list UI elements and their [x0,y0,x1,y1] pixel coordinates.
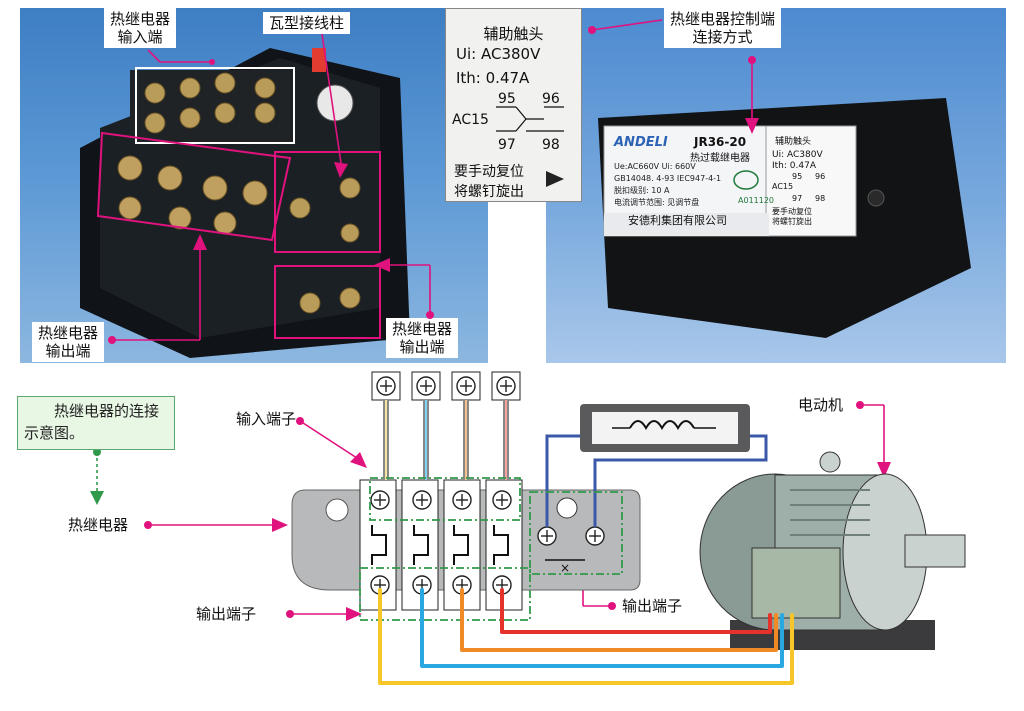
nameplate-title: 热过载继电器 [690,153,750,164]
svg-text:×: × [560,561,570,575]
nameplate-range: 电流调节范围: 见调节盘 [614,198,700,207]
aux-note-ui: Ui: AC380V [456,45,541,63]
aux-note-reset2: 将螺钉旋出 [454,184,524,200]
label-tile-terminal: 瓦型接线柱 [263,12,351,34]
label-input-terminal: 输入端子 [236,410,297,428]
aux-contact-note: 辅助触头 Ui: AC380V Ith: 0.47A 95 96 AC15 97… [445,8,582,202]
aux-note-reset1: 要手动复位 [454,164,524,180]
nameplate-model: JR36-20 [694,135,747,149]
aux-note-96: 96 [542,91,560,107]
label-relay-output-right: 热继电器 输出端 [386,318,459,358]
nameplate-aux-title: 辅助触头 [775,137,812,147]
nameplate-cert: A011120 [738,196,775,205]
aux-note-97: 97 [498,137,516,153]
aux-note-ac15: AC15 [452,112,489,128]
nameplate-aux-97: 97 [792,194,803,203]
label-motor: 电动机 [798,396,844,414]
nameplate-trip: 脱扣级别: 10 A [614,186,670,195]
aux-contact-symbol [496,106,564,187]
diagram-note: 热继电器的连接示意图。 [17,396,175,450]
coil-symbol [629,420,695,431]
nameplate-aux-ith: Ith: 0.47A [772,161,816,171]
aux-note-98: 98 [542,137,560,153]
label-relay: 热继电器 [68,516,129,534]
motor-illustration [699,451,966,650]
nameplate-company: 安德利集团有限公司 [628,214,727,227]
aux-note-95: 95 [498,91,516,107]
relay-hole [325,498,349,522]
nameplate-aux-98: 98 [815,194,826,203]
nameplate-aux-reset2: 将螺钉旋出 [772,217,812,226]
aux-note-ith: Ith: 0.47A [456,69,530,87]
label-output-terminal-left: 输出端子 [196,605,257,623]
nameplate-aux-reset1: 要手动复位 [772,207,812,216]
nameplate-std: GB14048. 4-93 IEC947-4-1 [614,174,722,183]
nameplate-aux-ui: Ui: AC380V [772,150,823,160]
label-output-terminal-right: 输出端子 [622,597,683,615]
nameplate-aux-ac15: AC15 [772,182,794,191]
nameplate-aux-95: 95 [792,172,803,181]
label-relay-input: 热继电器 输入端 [104,8,177,48]
nameplate-aux-96: 96 [815,172,826,181]
nameplate-ue: Ue:AC660V Ui: 660V [614,162,696,171]
nameplate-photo-illustration [598,98,971,338]
nameplate-brand: ANDELI [614,135,668,150]
label-relay-output-left: 热继电器 输出端 [32,322,105,362]
relay-photo-right [546,8,1006,363]
aux-note-title: 辅助触头 [483,25,544,43]
label-control-connection: 热继电器控制端 连接方式 [664,8,782,48]
relay-photo-illustration [80,48,410,358]
relay-photo-left [20,8,488,363]
